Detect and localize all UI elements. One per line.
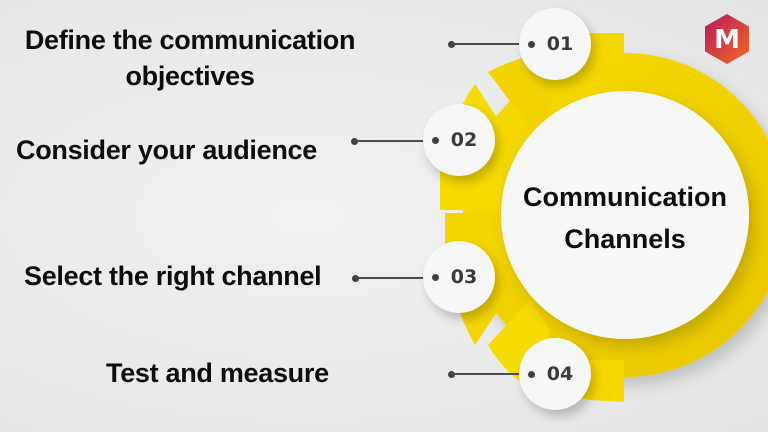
step-2-connector-end-dot <box>432 137 439 144</box>
hub-title-line1: Communication <box>522 182 727 212</box>
step-4-number: 04 <box>546 363 574 385</box>
step-3-label: Select the right channel <box>24 261 322 291</box>
step-1-connector-end-dot <box>528 41 535 48</box>
step-3-connector-end-dot <box>432 274 439 281</box>
step-2-badge: 02 <box>423 104 495 176</box>
step-2-label: Consider your audience <box>16 135 317 165</box>
hub-circle <box>501 91 749 339</box>
step-1-label-line1: Define the communication <box>24 25 356 55</box>
step-4-connector-line <box>451 373 531 375</box>
step-4-badge: 04 <box>519 338 591 410</box>
step-3-badge: 03 <box>423 241 495 313</box>
step-3-connector-line <box>355 277 435 279</box>
hub-title-line2: Channels <box>564 224 686 254</box>
step-3-number: 03 <box>450 266 478 288</box>
hub-title: Communication Channels <box>505 176 745 260</box>
step-1-badge: 01 <box>519 8 591 80</box>
step-4-label: Test and measure <box>106 358 329 388</box>
step-4-connector-end-dot <box>528 371 535 378</box>
logo-letter: M <box>714 25 740 55</box>
step-1-number: 01 <box>546 33 574 55</box>
hexagon-m-logo-icon: M <box>705 14 749 64</box>
step-1-label-line2: objectives <box>125 61 255 91</box>
step-1-connector-line <box>451 43 531 45</box>
step-2-connector-line <box>354 140 434 142</box>
step-1-label: Define the communication objectives <box>10 22 370 94</box>
step-2-number: 02 <box>450 129 478 151</box>
